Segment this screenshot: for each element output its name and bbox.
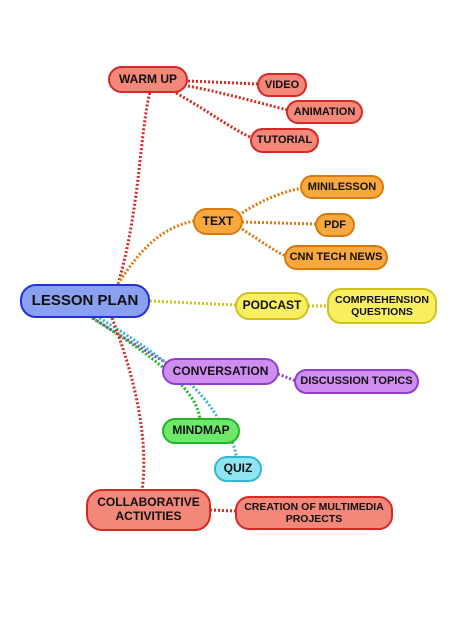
link-root-podcast (149, 299, 237, 307)
node-pdf[interactable]: PDF (315, 213, 355, 237)
node-discussion-topics[interactable]: DISCUSSION TOPICS (294, 369, 419, 394)
link-warm-up-animation (187, 84, 289, 112)
link-warm-up-tutorial (175, 91, 253, 140)
node-video[interactable]: VIDEO (257, 73, 307, 97)
link-root-collaborative (110, 317, 146, 491)
link-text-pdf (241, 220, 317, 226)
node-mindmap[interactable]: MINDMAP (162, 418, 240, 444)
node-quiz[interactable]: QUIZ (214, 456, 262, 482)
node-tutorial[interactable]: TUTORIAL (250, 128, 319, 153)
link-text-cnn (241, 227, 287, 258)
node-cnn-tech-news[interactable]: CNN TECH NEWS (284, 245, 388, 270)
node-text[interactable]: TEXT (193, 208, 243, 235)
node-creation-of-multimedia-projects[interactable]: CREATION OF MULTIMEDIA PROJECTS (235, 496, 393, 530)
link-root-text (116, 219, 195, 285)
link-warm-up-video (187, 79, 259, 86)
link-mindmap-quiz (230, 441, 238, 459)
node-warm-up[interactable]: WARM UP (108, 66, 188, 93)
link-collaborative-creation (209, 508, 237, 513)
node-animation[interactable]: ANIMATION (286, 100, 363, 124)
node-conversation[interactable]: CONVERSATION (162, 358, 279, 385)
node-minilesson[interactable]: MINILESSON (300, 175, 384, 199)
link-conversation-discussion (277, 372, 297, 383)
node-podcast[interactable]: PODCAST (235, 292, 309, 320)
node-comprehension-questions[interactable]: COMPREHENSION QUESTIONS (327, 288, 437, 324)
root-node-lesson-plan[interactable]: LESSON PLAN (20, 284, 150, 318)
node-collaborative-activities[interactable]: COLLABORATIVE ACTIVITIES (86, 489, 211, 531)
link-root-warm-up (116, 91, 152, 285)
link-text-minilesson (241, 186, 303, 215)
